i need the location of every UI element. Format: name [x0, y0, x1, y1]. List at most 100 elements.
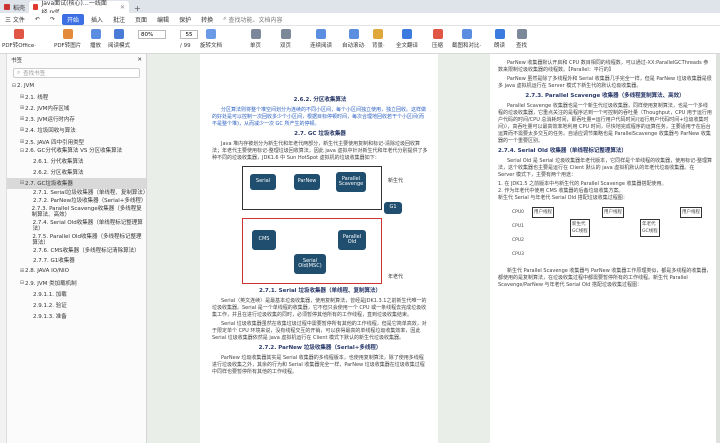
bookmark-sidebar: 书签 ✕ ⌕ 查找书签 ⊟2. JVM⊞2.1. 线程⊞2.2. JVM内存区域…	[7, 54, 147, 443]
bookmark-label: 2.7.6. CMS收集器（多线程标记清除算法）	[33, 247, 140, 254]
bookmark-item[interactable]: ⊟2. JVM	[7, 80, 146, 91]
collapse-icon[interactable]: ⊟	[11, 82, 17, 89]
section-heading: 2.7.2. ParNew 垃圾收集器（Serial+多线程）	[258, 345, 382, 351]
pdf-convert-icon	[14, 29, 25, 39]
read-mode-button[interactable]: 阅读模式	[108, 29, 130, 49]
bookmark-label: 2.6.2. 分区收集算法	[33, 169, 84, 176]
close-icon[interactable]: ✕	[137, 57, 142, 63]
bookmark-item[interactable]: ⊟2.6. GC分代收集算法 VS 分区收集算法	[7, 147, 146, 155]
bookmark-item[interactable]: ⊞2.3. JVM运行时内存	[7, 114, 146, 125]
pdf-page-right: ParNew 收集器默认开启和 CPU 数目相同的线程数，可以通过-XX:Par…	[490, 54, 718, 443]
menu-comment[interactable]: 批注	[113, 16, 126, 24]
menu-edit[interactable]: 编辑	[157, 16, 170, 24]
sidebar-rail	[0, 54, 7, 443]
menu-convert[interactable]: 转换	[201, 16, 214, 24]
collapse-icon[interactable]: ⊟	[19, 148, 25, 155]
tab-document[interactable]: Java面试(核心)…一线面经.pdf ✕	[29, 0, 130, 16]
zoom-select[interactable]: 80%	[138, 30, 166, 39]
bookmark-item[interactable]: 2.7.5. Parallel Old收集器（多线程标记整理算法）	[7, 233, 146, 247]
bookmark-search-input[interactable]: ⌕ 查找书签	[13, 68, 140, 78]
bookmark-item[interactable]: 2.6.2. 分区收集算法	[7, 166, 146, 177]
scroll-icon	[316, 29, 326, 39]
menu-start[interactable]: 开始	[61, 13, 84, 25]
play-button[interactable]: 播放	[90, 29, 101, 49]
search-icon: ⌕	[17, 69, 21, 76]
g1-box: G1	[384, 202, 402, 214]
bookmark-item[interactable]: 2.9.1.2. 验证	[7, 299, 146, 310]
tab-home[interactable]: 稻壳	[0, 1, 29, 13]
single-page-button[interactable]: 单页	[250, 29, 261, 49]
screenshot-button[interactable]: 截图和对比·	[452, 29, 481, 49]
bookmark-item[interactable]: 2.9.1.3. 准备	[7, 311, 146, 322]
bookmark-item[interactable]: 2.7.1. Serial垃圾收集器（单线程、复制算法）	[7, 189, 146, 197]
pdf-to-office-button[interactable]: PDF转Office·	[2, 29, 36, 49]
cms-box: CMS	[252, 230, 276, 250]
bookmark-item[interactable]: ⊟2.7. GC垃圾收集器	[7, 177, 146, 189]
bookmark-label: 2.6.1. 分代收集算法	[33, 158, 84, 165]
compress-button[interactable]: 压缩	[432, 29, 443, 49]
pdf-page-left: 2.6.2. 分区收集算法 分区算法则将整个堆空间划分为连续的不同小区间，每个小…	[200, 54, 438, 443]
bookmark-item[interactable]: ⊞2.8. JAVA IO/NIO	[7, 266, 146, 277]
double-page-icon	[280, 29, 291, 39]
old-gen-label: 年老代	[388, 274, 404, 280]
auto-scroll-button[interactable]: 自动滚动·	[342, 29, 366, 49]
play-icon	[90, 29, 101, 39]
expand-icon[interactable]: ⊞	[19, 93, 25, 100]
expand-icon[interactable]: ⊞	[19, 138, 25, 145]
section-heading: 2.7.1. Serial 垃圾收集器（单线程、复制算法）	[259, 288, 381, 294]
close-icon[interactable]: ✕	[119, 3, 126, 11]
redo-icon[interactable]: ↷	[49, 15, 55, 23]
collapse-icon[interactable]: ⊟	[19, 180, 25, 187]
gc-phase-label: 年老代 GC线程	[640, 219, 660, 237]
expand-icon[interactable]: ⊞	[19, 127, 25, 134]
bookmark-item[interactable]: 2.7.6. CMS收集器（多线程标记清除算法）	[7, 247, 146, 255]
bookmark-item[interactable]: 2.6.1. 分代收集算法	[7, 155, 146, 166]
bookmark-label: 2.9.1.3. 准备	[33, 314, 67, 321]
vertical-scrollbar[interactable]	[716, 54, 720, 443]
find-button[interactable]: 查找	[516, 29, 527, 49]
search-icon	[516, 29, 527, 39]
bookmark-item[interactable]: ⊞2.1. 线程	[7, 91, 146, 102]
bookmark-item[interactable]: ⊞2.4. 垃圾回收与算法	[7, 125, 146, 136]
bookmark-label: 2.4. 垃圾回收与算法	[25, 128, 76, 135]
auto-scroll-icon	[348, 29, 359, 39]
collapse-icon[interactable]: ⊟	[19, 279, 25, 286]
new-tab-icon[interactable]: +	[134, 4, 141, 13]
menu-bar: 三 文件 ↶ ↷ 开始 插入 批注 页面 编辑 保护 转换 ⌕ 查找功能、文档内…	[0, 13, 720, 26]
read-aloud-button[interactable]: 朗读	[494, 29, 505, 49]
bookmark-item[interactable]: 2.9.1.1. 加载	[7, 288, 146, 299]
document-view[interactable]: 2.6.2. 分区收集算法 分区算法则将整个堆空间划分为连续的不同小区间，每个小…	[148, 54, 720, 443]
bookmark-item[interactable]: ⊟2.9. JVM 类加载机制	[7, 277, 146, 288]
function-search[interactable]: ⌕ 查找功能、文档内容	[223, 15, 282, 24]
bookmark-item[interactable]: 2.7.3. Parallel Scavenge收集器（多线程复制算法、高效）	[7, 205, 146, 219]
pdf-to-image-button[interactable]: PDF转图片	[54, 29, 81, 49]
page-total: / 99	[180, 43, 191, 49]
expand-icon[interactable]: ⊞	[19, 268, 25, 275]
translate-button[interactable]: 全文翻译	[396, 29, 418, 49]
menu-protect[interactable]: 保护	[179, 16, 192, 24]
menu-insert[interactable]: 插入	[91, 16, 104, 24]
expand-icon[interactable]: ⊞	[19, 104, 25, 111]
expand-icon[interactable]: ⊞	[19, 116, 25, 123]
file-menu[interactable]: 三 文件	[5, 16, 25, 24]
bookmark-label: 2.8. JAVA IO/NIO	[25, 268, 69, 275]
cpu-label: CPU0	[512, 210, 525, 215]
double-page-button[interactable]: 双页	[280, 29, 291, 49]
continuous-read-button[interactable]: 连续阅读	[310, 29, 332, 49]
bookmark-label: 2.7.3. Parallel Scavenge收集器（多线程复制算法、高效）	[31, 205, 142, 218]
undo-icon[interactable]: ↶	[34, 15, 40, 23]
bookmark-item[interactable]: 2.7.2. ParNew垃圾收集器（Serial+多线程）	[7, 197, 146, 205]
translate-icon	[402, 29, 412, 39]
paragraph: Parallel Scavenge 收集器也是一个新生代垃圾收集器，同样使用复制…	[498, 103, 712, 144]
menu-page[interactable]: 页面	[135, 16, 148, 24]
bookmark-item[interactable]: 2.7.7. G1收集器	[7, 255, 146, 266]
page-input[interactable]: 55	[180, 30, 198, 39]
parallel-old-box: Parallel Old	[338, 230, 366, 250]
gc-phase-label: 新生代 GC线程	[570, 219, 590, 237]
bookmark-item[interactable]: 2.7.4. Serial Old收集器（单线程标记整理算法）	[7, 219, 146, 233]
bookmark-item[interactable]: ⊞2.5. JAVA 四中引用类型	[7, 136, 146, 147]
background-button[interactable]: 背景·	[372, 29, 385, 49]
rotate-button[interactable]: 旋转文档	[200, 29, 222, 49]
book-icon	[114, 29, 124, 39]
bookmark-item[interactable]: ⊞2.2. JVM内存区域	[7, 102, 146, 113]
